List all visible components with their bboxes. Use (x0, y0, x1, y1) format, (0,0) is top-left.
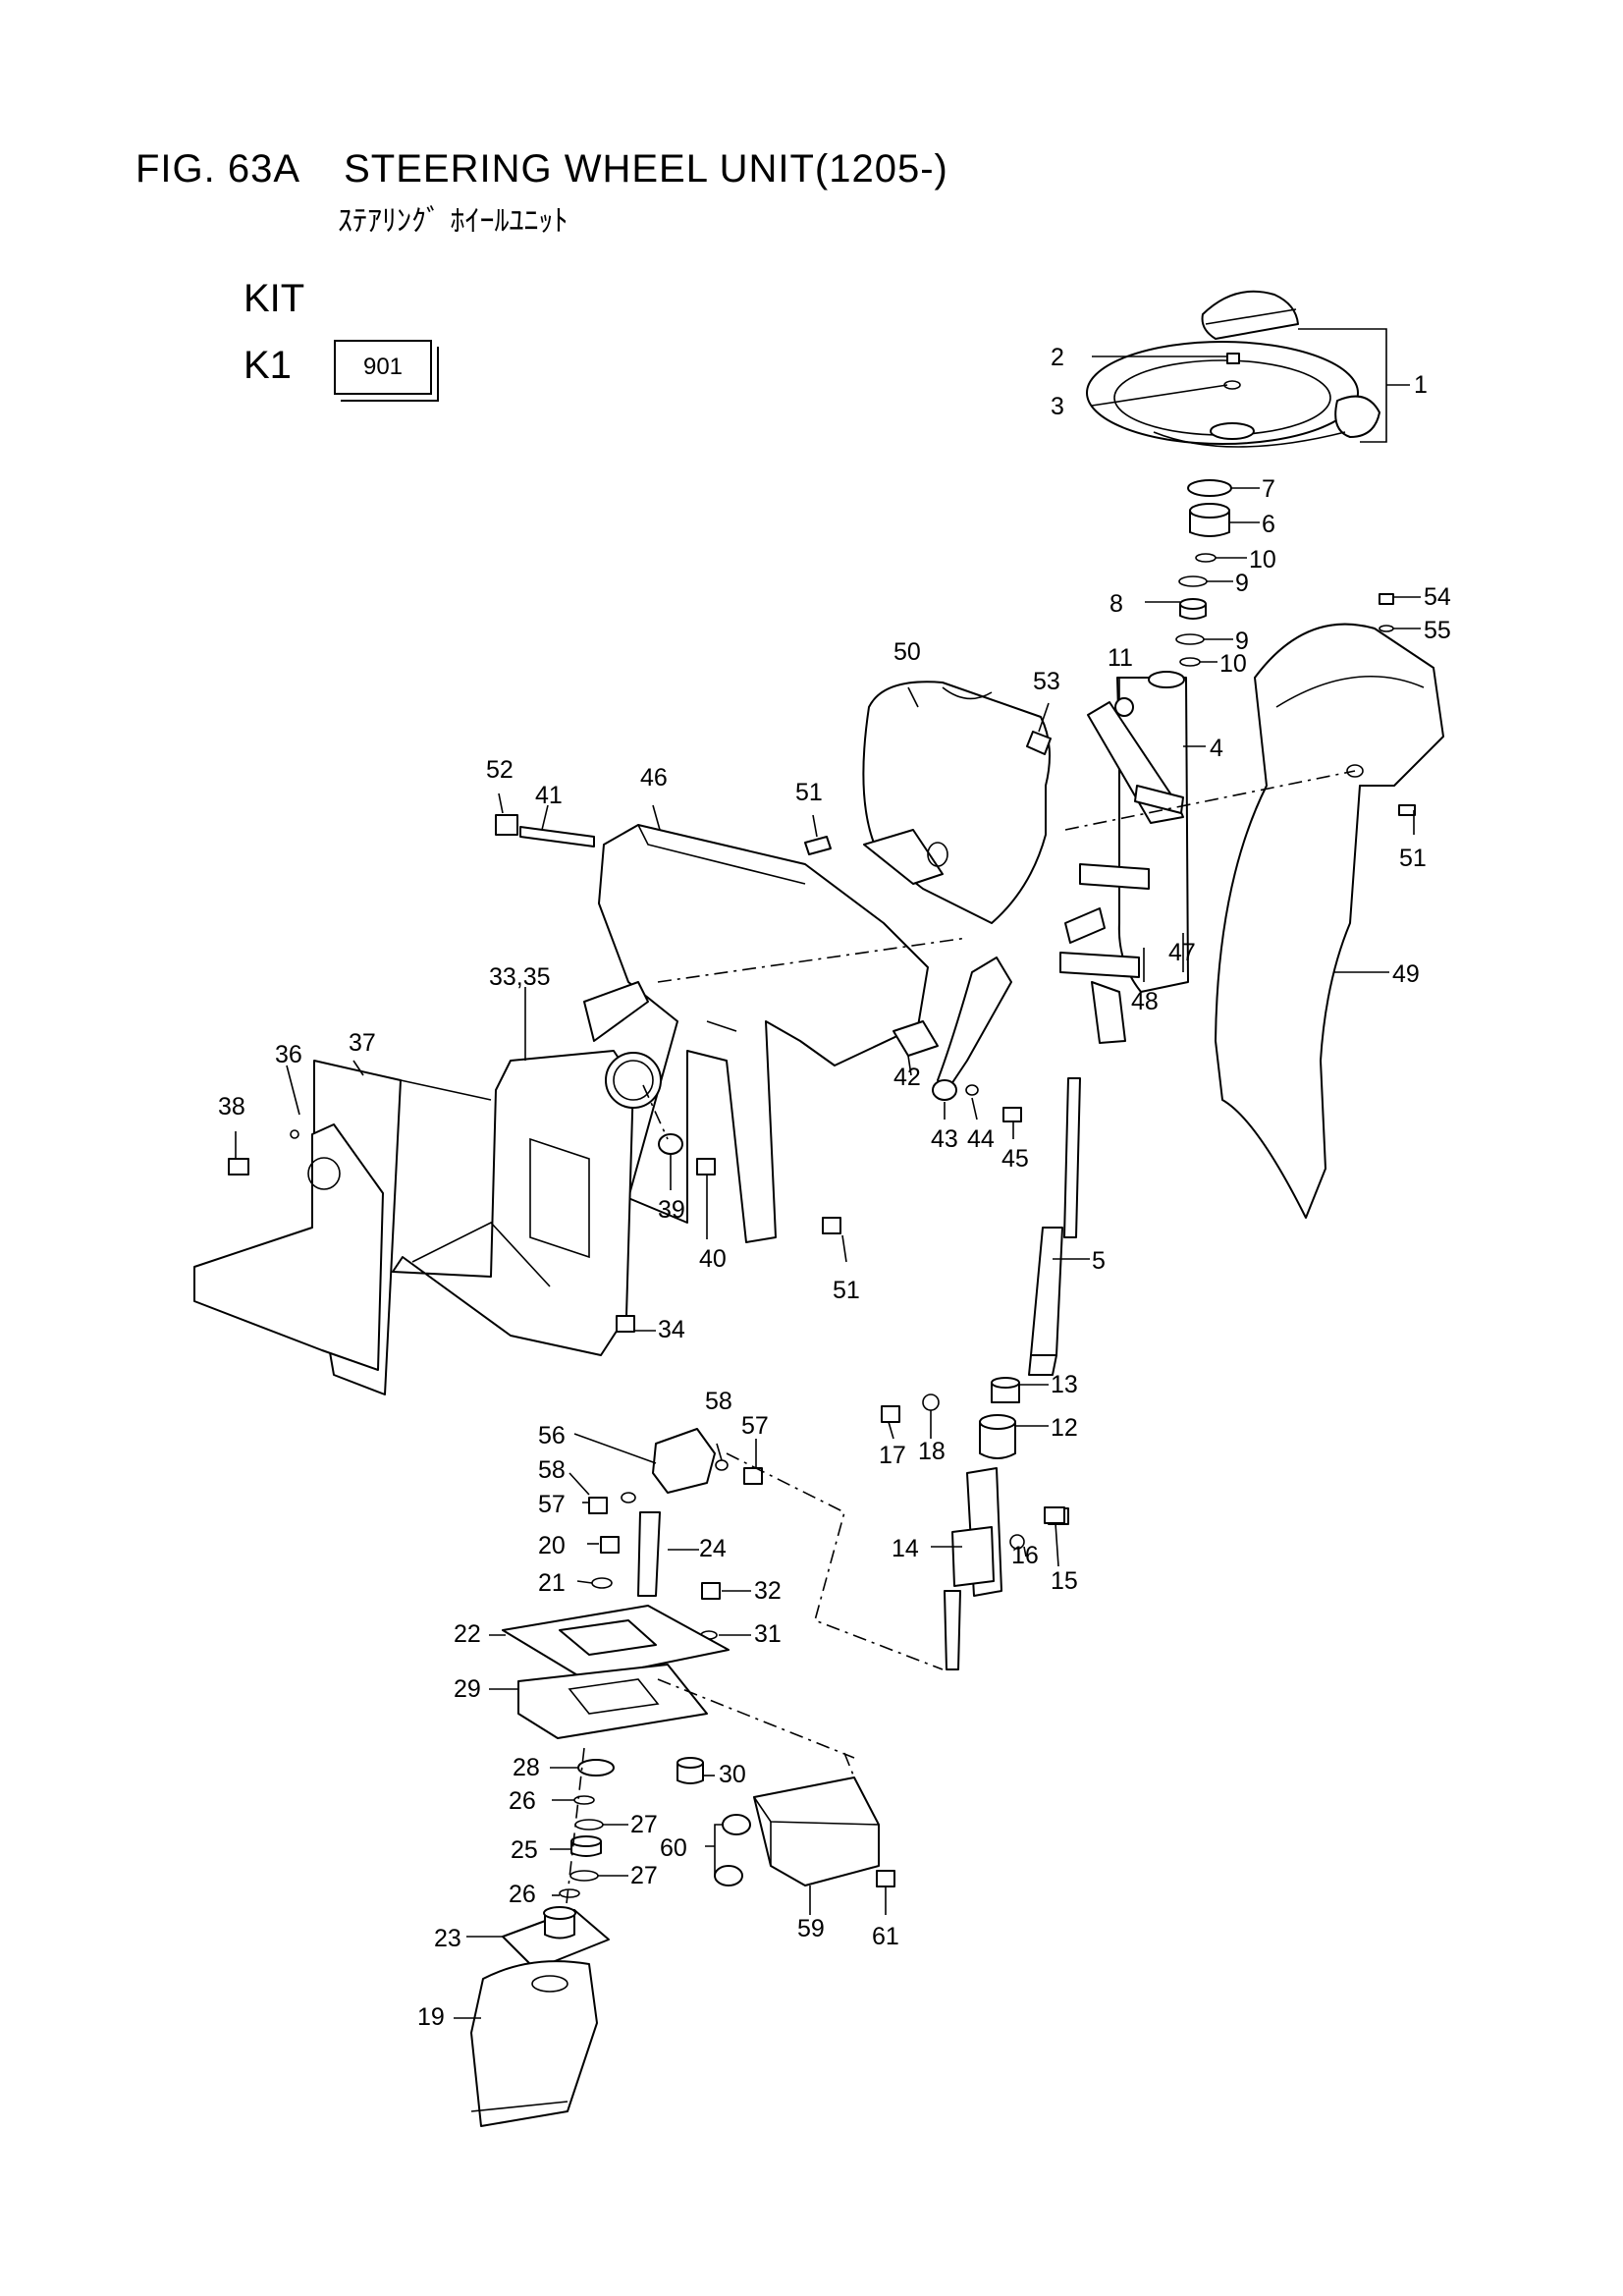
side-cover (1215, 593, 1444, 1219)
valve-seal-stack (559, 1757, 704, 1898)
callout-33-35: 33,35 (489, 963, 551, 991)
callout-11: 11 (1108, 644, 1133, 672)
callout-26-upper: 26 (509, 1787, 536, 1815)
callout-23: 23 (434, 1925, 461, 1952)
callout-14: 14 (892, 1535, 919, 1562)
callout-15: 15 (1051, 1567, 1078, 1595)
side-plates (193, 1060, 402, 1395)
switch-box (714, 1777, 895, 1887)
callout-43: 43 (931, 1125, 958, 1153)
figure-name: STEERING WHEEL UNIT(1205-) (344, 147, 948, 191)
steering-column (1059, 671, 1189, 1044)
callout-54: 54 (1424, 583, 1451, 611)
callout-17: 17 (879, 1442, 906, 1469)
callout-1: 1 (1414, 371, 1428, 399)
callout-34: 34 (658, 1316, 685, 1343)
callout-28: 28 (513, 1754, 540, 1781)
figure-subtitle-japanese: ｽﾃｱﾘﾝｸﾞ ﾎｲｰﾙﾕﾆｯﾄ (338, 204, 568, 239)
callout-21: 21 (538, 1569, 566, 1597)
mounting-bracket (495, 814, 929, 1243)
callout-4: 4 (1210, 735, 1223, 762)
callout-57-right: 57 (741, 1412, 769, 1440)
kit-row-label: K1 (243, 344, 292, 387)
callout-2: 2 (1051, 344, 1064, 371)
callout-9-upper: 9 (1235, 570, 1249, 597)
callout-9-lower: 9 (1235, 628, 1249, 655)
callout-36: 36 (275, 1041, 302, 1068)
callout-10-lower: 10 (1219, 650, 1247, 678)
callout-6: 6 (1262, 511, 1275, 538)
callout-labels: 1 2 3 4 5 6 7 8 9 9 10 10 11 12 13 14 15… (218, 344, 1451, 2031)
callout-47: 47 (1168, 939, 1196, 966)
callout-29-30-box: 30 (719, 1761, 746, 1788)
callout-10-upper: 10 (1249, 546, 1276, 574)
bearing-stack (1175, 479, 1232, 667)
tilt-lever (893, 957, 1022, 1122)
callout-48: 48 (1131, 988, 1159, 1015)
callout-50: 50 (893, 638, 921, 666)
callout-51-bottom: 51 (833, 1277, 860, 1304)
callout-44: 44 (967, 1125, 995, 1153)
callout-55: 55 (1424, 617, 1451, 644)
callout-25: 25 (511, 1836, 538, 1864)
callout-52: 52 (486, 756, 514, 784)
callout-56: 56 (538, 1422, 566, 1449)
callout-29: 29 (454, 1675, 481, 1703)
callout-60: 60 (660, 1834, 687, 1862)
callout-58-left: 58 (538, 1456, 566, 1484)
callout-42: 42 (893, 1064, 921, 1091)
callout-41: 41 (535, 782, 563, 809)
callout-51-right: 51 (1399, 845, 1427, 872)
callout-27-lower: 27 (630, 1862, 658, 1889)
callout-27-upper: 27 (630, 1811, 658, 1838)
callout-7: 7 (1262, 475, 1275, 503)
lower-joint-assembly (502, 1428, 763, 1739)
callout-13: 13 (1051, 1371, 1078, 1398)
callout-24: 24 (699, 1535, 727, 1562)
callout-8: 8 (1109, 590, 1123, 618)
steering-wheel (1086, 290, 1380, 448)
steering-valve (470, 1906, 610, 2127)
callout-40: 40 (699, 1245, 727, 1273)
callout-20: 20 (538, 1532, 566, 1559)
callout-16: 16 (1011, 1542, 1039, 1569)
callout-61: 61 (872, 1923, 899, 1950)
callout-49: 49 (1392, 960, 1420, 988)
callout-32: 32 (754, 1577, 782, 1605)
callout-51-top: 51 (795, 779, 823, 806)
callout-39: 39 (658, 1196, 685, 1224)
callout-18: 18 (918, 1438, 946, 1465)
figure-number: FIG. 63A (135, 147, 301, 191)
callout-58-right: 58 (705, 1388, 732, 1415)
callout-3: 3 (1051, 393, 1064, 420)
figure-title: FIG. 63A STEERING WHEEL UNIT(1205-) (135, 147, 948, 191)
callout-26-lower: 26 (509, 1881, 536, 1908)
kit-label: KIT (243, 277, 305, 320)
kit-number-box: 901 (334, 340, 432, 395)
callout-38: 38 (218, 1093, 245, 1121)
callout-37: 37 (349, 1029, 376, 1057)
steering-shaft (944, 1077, 1081, 1670)
column-frame (392, 981, 662, 1356)
callout-19: 19 (417, 2003, 445, 2031)
callout-22: 22 (454, 1620, 481, 1648)
callout-5: 5 (1092, 1247, 1106, 1275)
callout-53: 53 (1033, 668, 1060, 695)
callout-59: 59 (797, 1915, 825, 1942)
callout-46: 46 (640, 764, 668, 792)
callout-31: 31 (754, 1620, 782, 1648)
callout-45: 45 (1001, 1145, 1029, 1173)
column-cover (804, 681, 1052, 924)
callout-57-left: 57 (538, 1491, 566, 1518)
callout-12: 12 (1051, 1414, 1078, 1442)
